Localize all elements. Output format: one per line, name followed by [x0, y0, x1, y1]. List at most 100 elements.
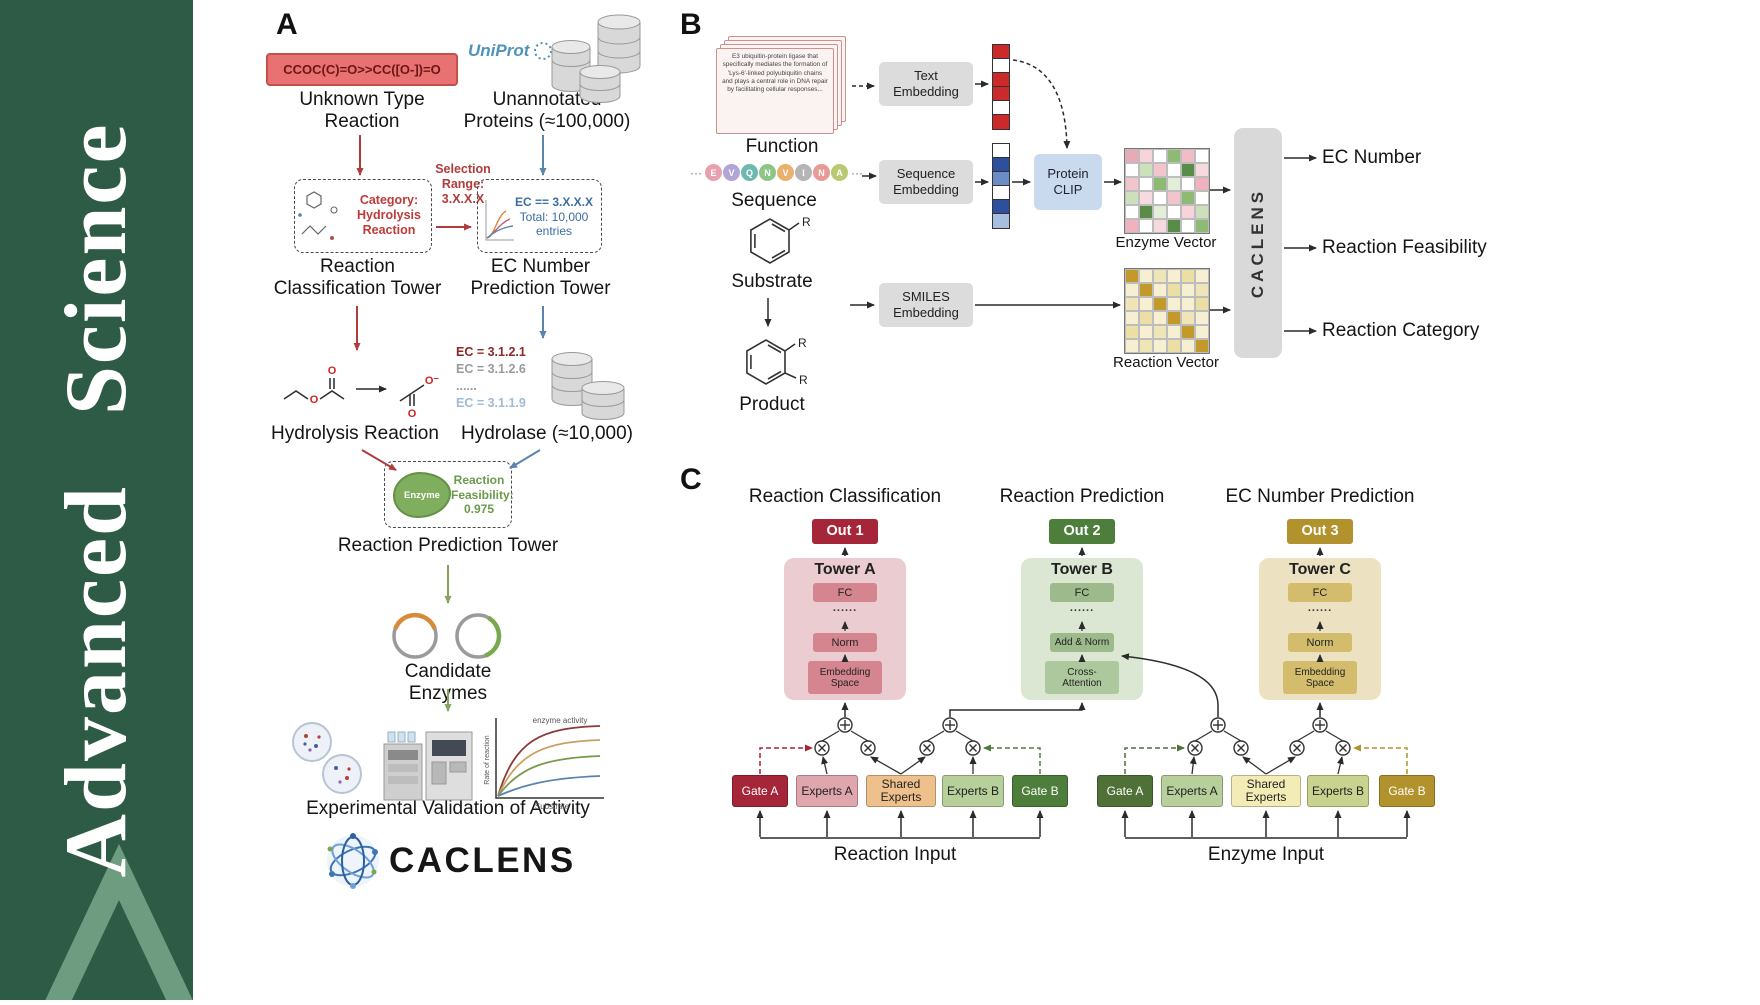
vector-cell — [1167, 191, 1181, 205]
candidate-enzymes-label: Candidate Enzymes — [404, 661, 492, 704]
vector-cell — [1181, 339, 1195, 353]
tower-a-norm-box: Norm — [813, 633, 877, 652]
experts-b-left-box: Experts B — [942, 775, 1004, 807]
reaction-vector-label: Reaction Vector — [1113, 354, 1219, 371]
vector-cell — [1167, 283, 1181, 297]
vector-cell — [1125, 191, 1139, 205]
uniprot-logo: UniProt — [468, 41, 530, 60]
substrate-label: Substrate — [731, 271, 813, 292]
product-label: Product — [739, 394, 805, 415]
tower-c-title: Tower C — [1289, 561, 1351, 578]
experts-a-right-box: Experts A — [1161, 775, 1223, 807]
validation-label: Experimental Validation of Activity — [306, 798, 590, 819]
vector-cell — [1195, 325, 1209, 339]
vector-cell — [1195, 205, 1209, 219]
vector-cell — [993, 45, 1009, 59]
svg-text:enzyme activity: enzyme activity — [533, 716, 588, 725]
vector-cell — [993, 158, 1009, 172]
function-card-stack: E3 ubiquitin-protein ligase that specifi… — [716, 36, 848, 136]
vector-cell — [1153, 311, 1167, 325]
svg-text:O: O — [328, 365, 337, 377]
tower-b-cross-attention-box: Cross-Attention — [1045, 661, 1119, 694]
journal-logo-mark-icon — [42, 843, 196, 1005]
vector-cell — [1181, 311, 1195, 325]
panel-b-label: B — [680, 8, 702, 41]
sequence-vector — [992, 143, 1010, 229]
reaction-prediction-tower-label: Reaction Prediction Tower — [337, 535, 559, 556]
residue-chip: V — [777, 164, 794, 181]
caclens-model-label: CACLENS — [1248, 187, 1267, 299]
vector-cell — [1181, 205, 1195, 219]
vector-cell — [1125, 177, 1139, 191]
output-ec-number: EC Number — [1322, 147, 1422, 168]
experts-b-right-box: Experts B — [1307, 775, 1369, 807]
vector-cell — [1153, 149, 1167, 163]
journal-name: Advanced Science — [48, 122, 145, 878]
vector-cell — [1139, 163, 1153, 177]
vector-cell — [993, 59, 1009, 73]
vector-cell — [1195, 269, 1209, 283]
selection-range-label: Selection Range: 3.X.X.X — [435, 162, 491, 206]
vector-cell — [1181, 269, 1195, 283]
ellipsis: ··· — [690, 165, 702, 180]
ec-filter-box: EC == 3.X.X.X Total: 10,000 entries — [477, 179, 602, 253]
vector-cell — [1153, 219, 1167, 233]
gate-a-right-box: Gate A — [1097, 775, 1153, 807]
vector-cell — [1195, 177, 1209, 191]
ec-filter-text: EC == 3.X.X.X Total: 10,000 entries — [514, 195, 594, 238]
vector-cell — [1139, 339, 1153, 353]
vector-cell — [1153, 205, 1167, 219]
vector-cell — [1195, 219, 1209, 233]
vector-cell — [1167, 297, 1181, 311]
vector-cell — [1167, 219, 1181, 233]
vector-cell — [1167, 269, 1181, 283]
vector-cell — [1125, 325, 1139, 339]
hydrolase-label: Hydrolase (≈10,000) — [460, 423, 633, 444]
benzene-product-icon: R R — [746, 336, 808, 387]
svg-text:R: R — [802, 215, 811, 229]
function-label: Function — [745, 136, 819, 157]
vector-cell — [1181, 191, 1195, 205]
caclens-wordmark: CACLENS — [389, 841, 576, 880]
vector-cell — [1181, 297, 1195, 311]
tower-c-norm-box: Norm — [1288, 633, 1352, 652]
residue-chip: Q — [741, 164, 758, 181]
enzyme-vector-label: Enzyme Vector — [1115, 234, 1217, 251]
ec-prediction-tower-label: EC Number Prediction Tower — [470, 256, 611, 299]
experts-a-left-box: Experts A — [796, 775, 858, 807]
gate-b-right-box: Gate B — [1379, 775, 1435, 807]
ellipsis: ··· — [851, 165, 863, 180]
sum-operator-icon — [837, 717, 1328, 733]
vector-cell — [993, 200, 1009, 214]
vector-cell — [1195, 191, 1209, 205]
sequence-label: Sequence — [731, 190, 817, 211]
hydrolysis-reaction-label: Hydrolysis Reaction — [271, 423, 439, 444]
shared-experts-left-box: Shared Experts — [866, 775, 936, 807]
category-text: Category: Hydrolysis Reaction — [357, 193, 421, 237]
vector-cell — [1139, 177, 1153, 191]
tower-b-add-norm-box: Add & Norm — [1050, 633, 1114, 652]
vector-cell — [993, 214, 1009, 228]
vector-cell — [1139, 325, 1153, 339]
enzyme-icon: Enzyme — [393, 472, 451, 518]
vector-cell — [1195, 149, 1209, 163]
caclens-model-box — [1234, 128, 1282, 358]
ec-number-list: EC = 3.1.2.1 EC = 3.1.2.6 ...... EC = 3.… — [456, 345, 526, 410]
vector-cell — [1125, 219, 1139, 233]
vector-cell — [1139, 191, 1153, 205]
journal-sidebar — [0, 0, 196, 1005]
tower-a-title: Tower A — [814, 561, 876, 578]
svg-text:R: R — [799, 373, 808, 387]
vector-cell — [1195, 163, 1209, 177]
vector-cell — [1153, 269, 1167, 283]
tower-c-dots: ...... — [1307, 602, 1333, 614]
vector-cell — [993, 144, 1009, 158]
vector-cell — [1139, 219, 1153, 233]
vector-cell — [993, 186, 1009, 200]
out-3-box: Out 3 — [1287, 519, 1353, 544]
vector-cell — [1195, 283, 1209, 297]
